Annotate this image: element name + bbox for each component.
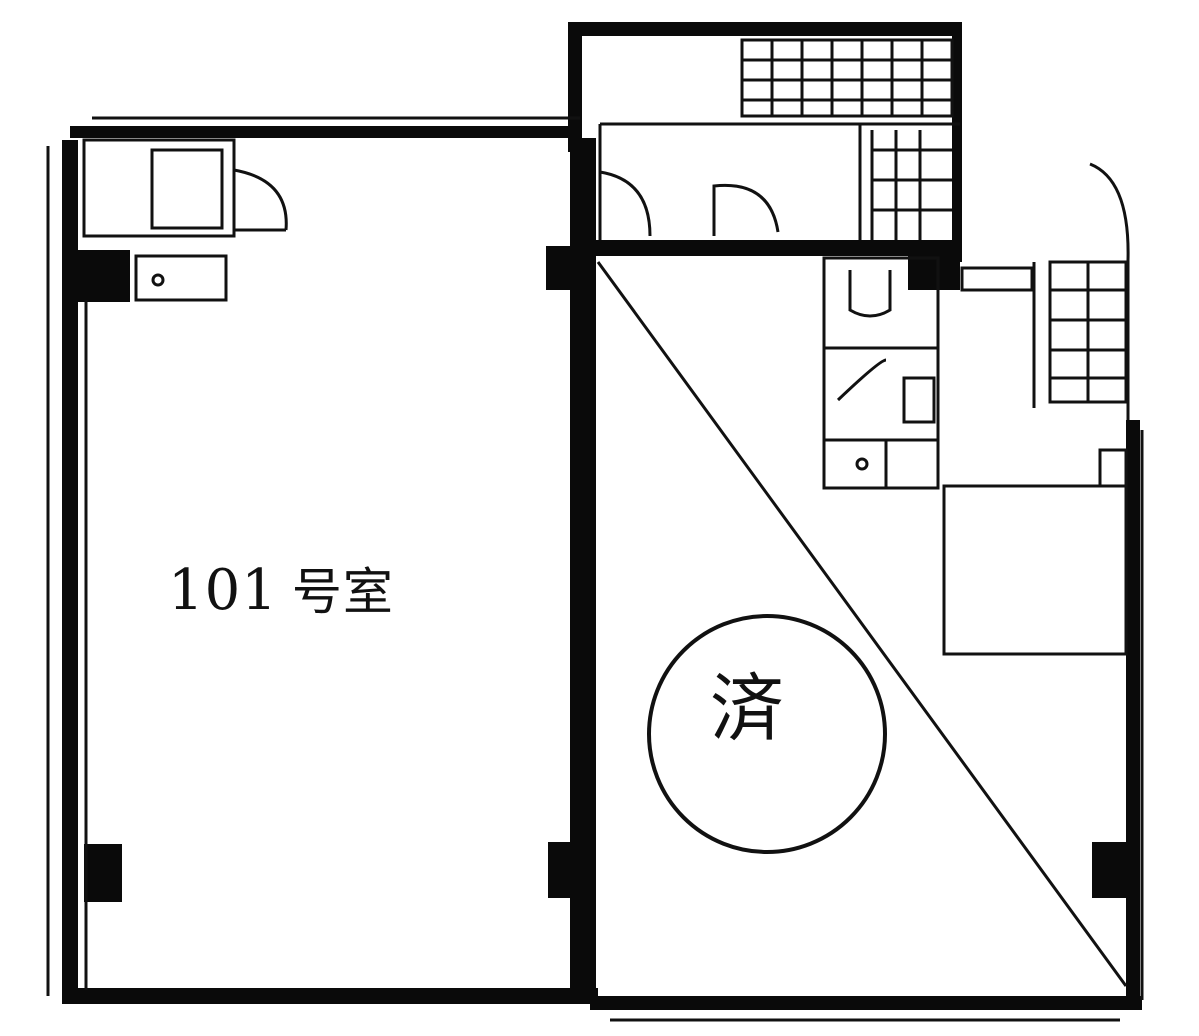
wall-annex-right: [952, 22, 962, 262]
column-1: [546, 246, 596, 290]
column-3: [84, 844, 122, 902]
stamp-text: 済: [710, 666, 784, 752]
wall-left-outer: [62, 140, 78, 1002]
column-5: [1092, 842, 1130, 898]
wall-top-left: [70, 126, 582, 138]
wall-bottom-right: [590, 996, 1142, 1010]
wall-bottom-left: [62, 988, 598, 1004]
wall-top-annex: [568, 22, 962, 36]
column-6: [908, 246, 960, 290]
column-2: [78, 250, 130, 302]
wall-annex-left: [568, 22, 582, 152]
wall-right-outer: [1126, 420, 1140, 1006]
column-4: [548, 842, 588, 898]
diagonal-line: [596, 261, 1128, 987]
thin-lines: [46, 38, 1144, 1022]
wall-right-top: [590, 240, 962, 256]
stamp-circle: [647, 614, 887, 854]
room-suffix: 号室: [291, 563, 394, 621]
room-number: 101: [168, 558, 278, 623]
outer-walls: [62, 22, 1142, 1010]
